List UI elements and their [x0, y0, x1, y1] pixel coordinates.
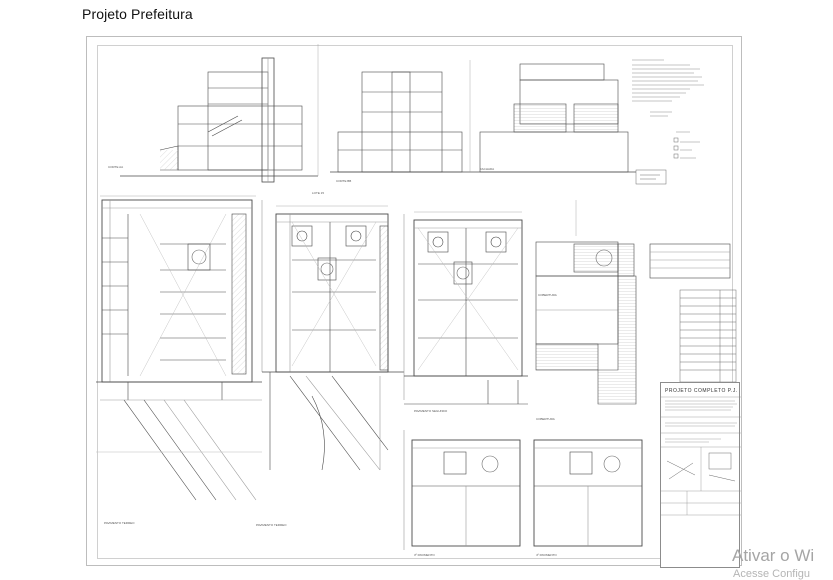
- svg-text:CORTE BB: CORTE BB: [336, 179, 351, 183]
- svg-text:PAVIMENTO TERREO: PAVIMENTO TERREO: [256, 523, 287, 527]
- plan-first-floor: [261, 200, 404, 471]
- svg-text:COBERTURA: COBERTURA: [536, 417, 555, 421]
- plan-second-floor: [403, 214, 528, 405]
- plan-third-floor: [403, 430, 521, 550]
- title-block-lines: [661, 396, 741, 516]
- title-block: PROJETO COMPLETO P.J.: [660, 382, 741, 568]
- svg-text:4º PAVIMENTO: 4º PAVIMENTO: [536, 553, 557, 557]
- svg-text:PAVIMENTO SEGUNDO: PAVIMENTO SEGUNDO: [414, 409, 448, 413]
- activation-watermark-line2: Acesse Configu: [733, 568, 811, 580]
- svg-text:PAVIMENTO TERREO: PAVIMENTO TERREO: [104, 521, 135, 525]
- title-block-heading: PROJETO COMPLETO P.J.: [665, 388, 738, 394]
- svg-text:FACHADA: FACHADA: [480, 167, 494, 171]
- plan-roof: [535, 241, 731, 405]
- svg-text:CORTE AA: CORTE AA: [108, 165, 123, 169]
- plan-fourth-floor: [533, 439, 643, 547]
- section-cut-b: [330, 71, 470, 173]
- drawing-sheet: [86, 36, 742, 566]
- document-title: Projeto Prefeitura: [82, 6, 193, 22]
- svg-text:LOTE 15: LOTE 15: [312, 191, 324, 195]
- svg-text:3º PAVIMENTO: 3º PAVIMENTO: [414, 553, 435, 557]
- svg-text:COBERTURA: COBERTURA: [538, 293, 557, 297]
- plan-ground-floor: [96, 199, 262, 501]
- facade-elevation: [470, 63, 636, 173]
- legend-box: [635, 137, 679, 185]
- sheet-inner-border: [97, 45, 733, 559]
- general-notes: [632, 59, 704, 159]
- area-table: [679, 289, 737, 383]
- dimension-lines: [100, 44, 577, 236]
- section-cut-a: [120, 57, 318, 183]
- activation-watermark-line1: Ativar o Wi: [732, 546, 815, 565]
